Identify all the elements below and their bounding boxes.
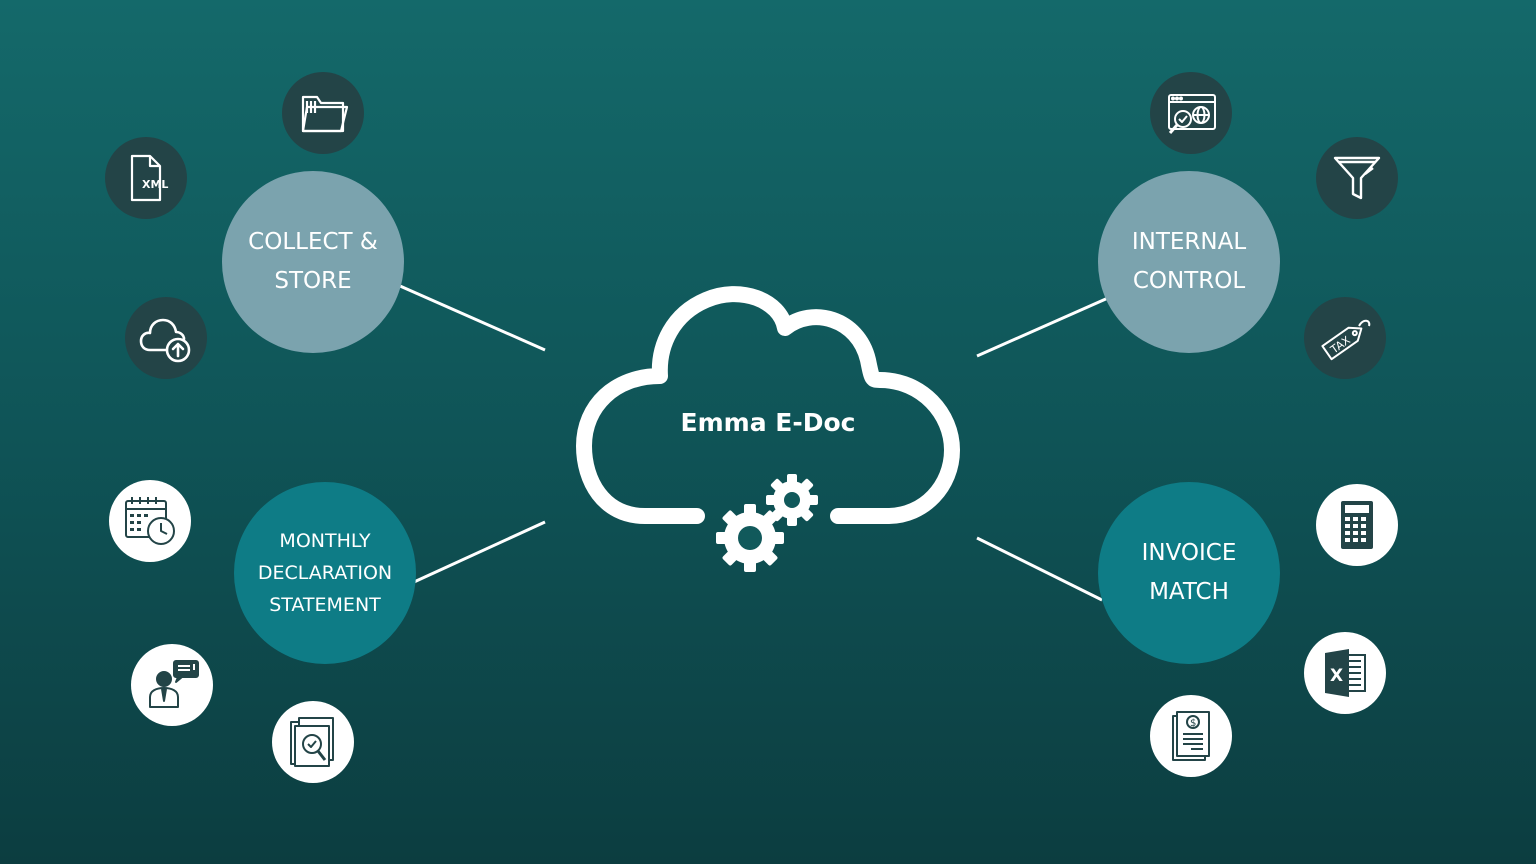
hub-internal-control: INTERNAL CONTROL: [1098, 171, 1280, 353]
connector-invoice: [976, 536, 1103, 602]
invoice-document-icon: $: [1150, 695, 1232, 777]
hub-invoice-match: INVOICE MATCH: [1098, 482, 1280, 664]
connector-monthly: [413, 520, 546, 584]
hub-label-line: MONTHLY: [279, 530, 371, 552]
cloud-upload-icon: [125, 297, 207, 379]
hub-label-line: INVOICE: [1141, 540, 1237, 566]
folder-icon: [282, 72, 364, 154]
calendar-clock-icon: [109, 480, 191, 562]
user-message-icon: [131, 644, 213, 726]
hub-label-line: INTERNAL: [1131, 229, 1247, 255]
funnel-icon: [1316, 137, 1398, 219]
dollar-label: $: [1190, 718, 1196, 729]
hub-label-line: MATCH: [1149, 579, 1229, 605]
hub-label-line: DECLARATION: [257, 562, 393, 584]
cloud-icon: [576, 286, 960, 572]
calculator-icon: [1316, 484, 1398, 566]
xml-file-icon: XML: [105, 137, 187, 219]
connector-collect: [399, 284, 546, 352]
hub-label-line: COLLECT &: [248, 229, 378, 255]
connector-internal: [976, 296, 1109, 358]
hub-label-line: STORE: [274, 268, 352, 294]
xml-label: XML: [142, 178, 168, 191]
hub-monthly-declaration: MONTHLY DECLARATION STATEMENT: [234, 482, 416, 664]
center-title: Emma E-Doc: [680, 408, 856, 437]
browser-inspect-icon: [1150, 72, 1232, 154]
hub-collect-store: COLLECT & STORE: [222, 171, 404, 353]
hub-label-line: STATEMENT: [269, 594, 381, 616]
tax-tag-icon: TAX: [1304, 297, 1386, 379]
hub-label-line: CONTROL: [1132, 268, 1246, 294]
excel-icon: X: [1304, 632, 1386, 714]
document-review-icon: [272, 701, 354, 783]
excel-label: X: [1330, 666, 1343, 686]
gears-icon: [716, 474, 818, 572]
